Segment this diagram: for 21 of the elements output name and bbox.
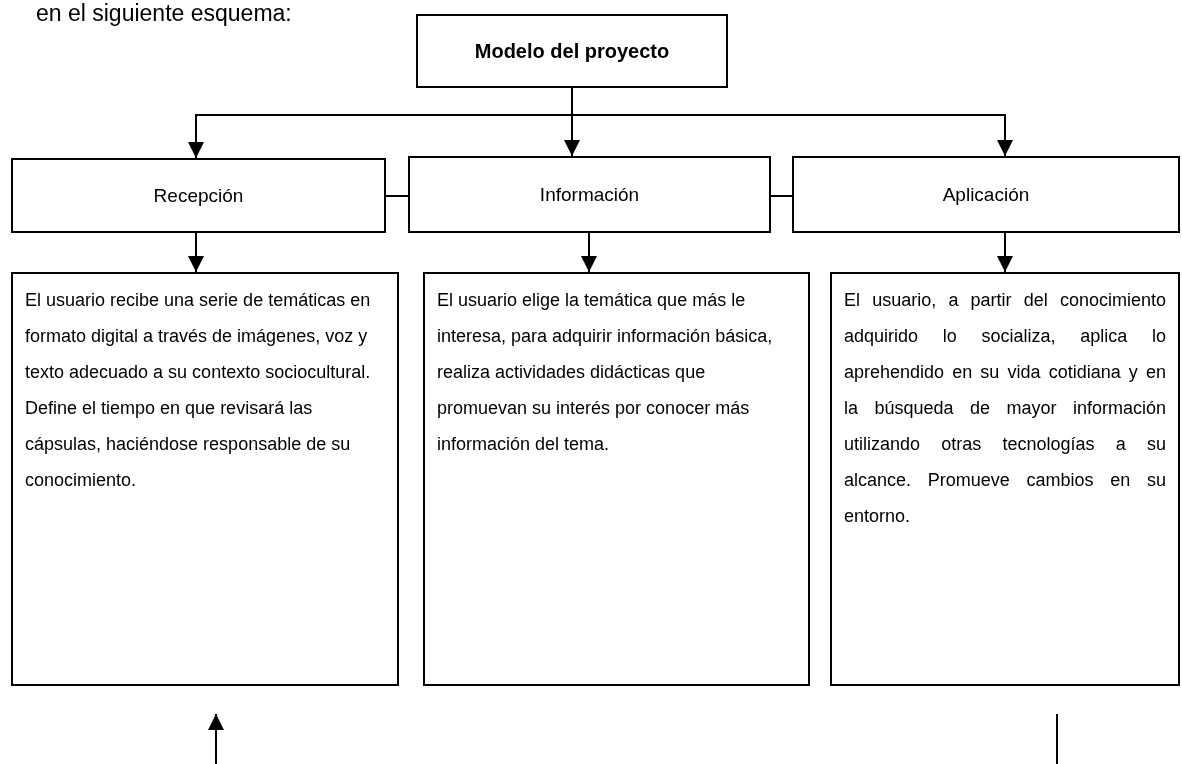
description-box: [423, 272, 810, 686]
title-box: [416, 14, 728, 88]
intro-text: en el siguiente esquema:: [36, 0, 292, 26]
stage-label: Aplicación: [942, 183, 1030, 206]
description-text: El usuario elige la temática que más le interesa, para adquirir información básica, realiza actividades didácticas que promuevan su interés por conocer más información del tema.: [437, 289, 774, 456]
description-box: [11, 272, 399, 686]
arrow: [208, 713, 224, 764]
description-text: El usuario, a partir del conocimiento adquirido lo socializa, aplica lo aprehendido en su vida cotidiana y en la búsqueda de mayor información utilizando otras tecnologías a su alcance. Promueve cambios en su entorno.: [844, 289, 1166, 528]
connector-line: [385, 195, 409, 197]
arrow: [581, 232, 597, 273]
description-box: [830, 272, 1180, 686]
stage-box: [408, 156, 771, 233]
arrow: [188, 232, 204, 273]
stage-box: [11, 158, 386, 233]
arrow: [997, 232, 1013, 273]
connector-line: [770, 195, 793, 197]
stage-label: Información: [539, 183, 640, 206]
title-text: Modelo del proyecto: [474, 39, 670, 63]
description-text: El usuario recibe una serie de temáticas en formato digital a través de imágenes, voz y texto adecuado a su contexto sociocultural. Define el tiempo en que revisará las cápsulas, haciéndose responsable de su conocimiento.: [25, 289, 372, 492]
stage-label: Recepción: [153, 184, 244, 207]
stage-box: [792, 156, 1180, 233]
